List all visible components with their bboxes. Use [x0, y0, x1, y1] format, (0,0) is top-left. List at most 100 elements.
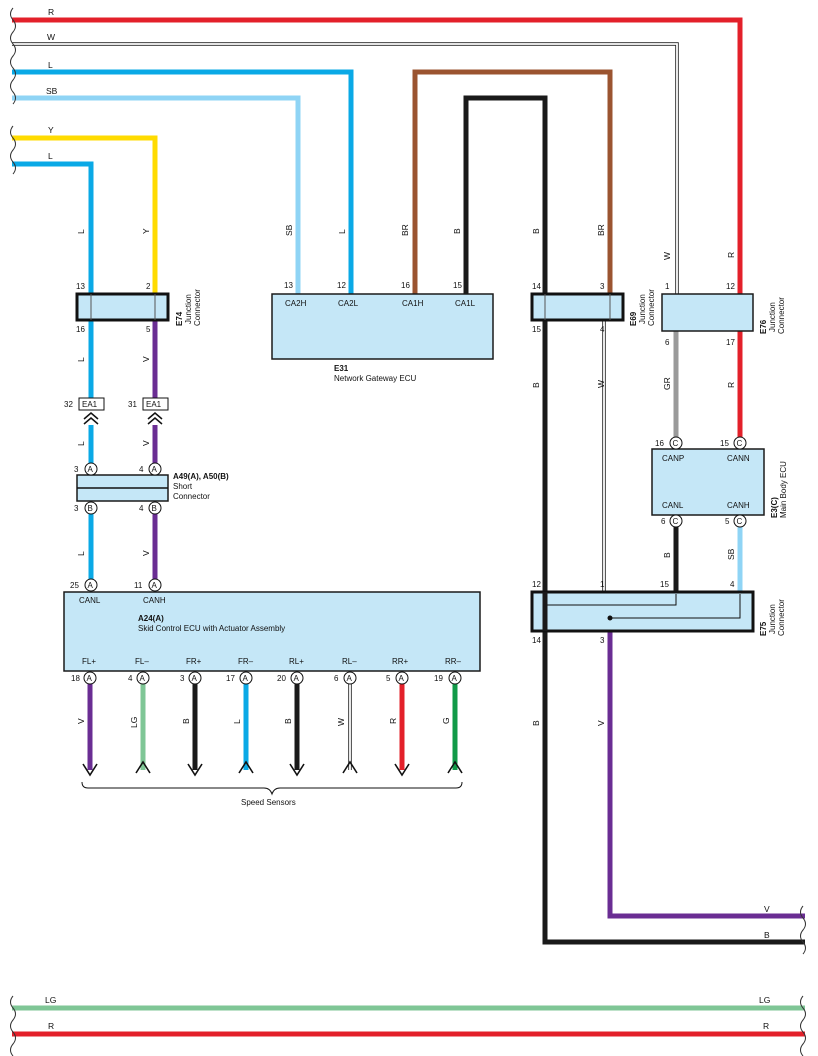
arrow-up-4	[238, 760, 254, 774]
break-left-top	[10, 7, 16, 105]
e69-pin-14: 14	[532, 282, 541, 291]
a24-bpin-5: 5	[386, 674, 391, 683]
e31-term-ca1l: CA1L	[455, 299, 476, 308]
a24-bpin-18: 18	[71, 674, 80, 683]
lbl-r-left: R	[48, 1021, 54, 1031]
wires	[12, 17, 805, 1037]
ea1-connectors: EA1 EA1 32 31	[64, 397, 169, 425]
e75-pin-1: 1	[600, 580, 605, 589]
a24-term-fr-minus: FR–	[238, 657, 254, 666]
lbl-gr-e76b: GR	[662, 377, 672, 390]
lbl-v-e75: V	[596, 720, 606, 726]
e75-line1: Junction	[768, 604, 777, 634]
e69-pin-3: 3	[600, 282, 605, 291]
ea1-box-1	[78, 397, 105, 411]
a24-bpin-4: 4	[128, 674, 133, 683]
lbl-v-right: V	[764, 904, 770, 914]
a24-canl: CANL	[79, 596, 101, 605]
wire-w-top-fill	[12, 43, 678, 296]
a49-pin-4-top: 4	[139, 465, 144, 474]
e3-pin-c-1: C	[673, 439, 679, 448]
break-right-bottom	[800, 995, 806, 1056]
lbl-sb-e31: SB	[284, 224, 294, 236]
ea1-pin-31: 31	[128, 400, 137, 409]
e75-code: E75	[759, 621, 768, 636]
lbl-w-top: W	[47, 32, 55, 42]
e69-pin-15: 15	[532, 325, 541, 334]
a24-term-fl-plus: FL+	[82, 657, 96, 666]
e74-junction-connector: 13 2 16 5 E74 Junction Connector	[75, 282, 202, 334]
e3-pin-5: 5	[725, 517, 730, 526]
e3-pin-c-3: C	[673, 517, 679, 526]
lbl-w-e76: W	[662, 252, 672, 260]
lbl-sensor-4: L	[232, 719, 242, 724]
a24-name: Skid Control ECU with Actuator Assembly	[138, 624, 285, 633]
e75-junction-connector: 12 1 15 4 14 3 E75 Junction Connector	[530, 580, 786, 645]
a24-bpin-a-4: A	[243, 674, 249, 683]
e74-pin-2: 2	[146, 282, 151, 291]
e76-line2: Connector	[777, 297, 786, 334]
e69-junction-connector: 14 3 15 4 E69 Junction Connector	[530, 282, 656, 334]
e31-network-gateway-ecu: 13 12 16 15 CA2H CA2L CA1H CA1L E31 Netw…	[271, 281, 494, 383]
arrow-down-3	[187, 763, 203, 777]
a49-line1: Short	[173, 482, 193, 491]
lbl-sensor-8: G	[441, 717, 451, 724]
lbl-b-e31: B	[452, 228, 462, 234]
speed-sensors-label: Speed Sensors	[241, 798, 296, 807]
e76-pin-17: 17	[726, 338, 735, 347]
ea1-chevrons-1	[83, 412, 99, 425]
lbl-sb-e3: SB	[726, 548, 736, 560]
wire-r-top	[12, 17, 743, 330]
a49-pin-b-2: B	[152, 504, 157, 513]
e31-term-ca2l: CA2L	[338, 299, 359, 308]
a24-bpin-a-5: A	[294, 674, 300, 683]
ea1-chevrons-2	[147, 412, 163, 425]
e3-pin-c-2: C	[737, 439, 743, 448]
lbl-l-top: L	[48, 60, 53, 70]
break-marks	[10, 7, 806, 1056]
a49-pin-a-2: A	[152, 465, 158, 474]
wire-labels: R W L SB Y L V B LG LG R R	[45, 7, 770, 1031]
e31-term-ca1h: CA1H	[402, 299, 424, 308]
e69-pin-4: 4	[600, 325, 605, 334]
wire-br	[412, 69, 613, 295]
arrow-up-8	[447, 760, 463, 774]
e3-name: Main Body ECU	[779, 461, 788, 518]
ea1-label-2: EA1	[146, 400, 162, 409]
lbl-lg-left: LG	[45, 995, 56, 1005]
lbl-sensor-3: B	[181, 718, 191, 724]
e74-line2: Connector	[193, 289, 202, 326]
e75-bus-1	[545, 594, 677, 606]
e3-pin-6: 6	[661, 517, 666, 526]
lbl-v-ea1: V	[141, 440, 151, 446]
e74-pin-5: 5	[146, 325, 151, 334]
e75-pin-3: 3	[600, 636, 605, 645]
e3-term-canh: CANH	[727, 501, 750, 510]
e31-pin-12: 12	[337, 281, 346, 290]
a24-term-rl-minus: RL–	[342, 657, 357, 666]
e69-line2: Connector	[647, 289, 656, 326]
wire-w-top	[12, 42, 679, 296]
wire-v-e75-down	[607, 630, 805, 919]
lbl-r-right: R	[763, 1021, 769, 1031]
e76-junction-connector: 1 12 6 17 E76 Junction Connector	[661, 282, 786, 347]
e74-code: E74	[175, 311, 184, 326]
e31-pin-13: 13	[284, 281, 293, 290]
lbl-lg-right: LG	[759, 995, 770, 1005]
a49-pin-3-bot: 3	[74, 504, 79, 513]
a24-term-fl-minus: FL–	[135, 657, 149, 666]
lbl-b-e75: B	[531, 720, 541, 726]
arrow-down-7	[394, 763, 410, 777]
lbl-y-top: Y	[48, 125, 54, 135]
wire-sb-e31	[12, 95, 301, 295]
lbl-b-e69: B	[531, 228, 541, 234]
arrow-down-5	[289, 763, 305, 777]
wire-l-left	[12, 161, 94, 295]
e31-pin-16: 16	[401, 281, 410, 290]
lbl-l-a49: L	[76, 551, 86, 556]
wire-b-loop	[463, 95, 548, 295]
lbl-r-top: R	[48, 7, 54, 17]
e75-splice-2	[607, 615, 613, 621]
a24-bpin-a-6: A	[347, 674, 353, 683]
a49-pin-b-1: B	[88, 504, 93, 513]
